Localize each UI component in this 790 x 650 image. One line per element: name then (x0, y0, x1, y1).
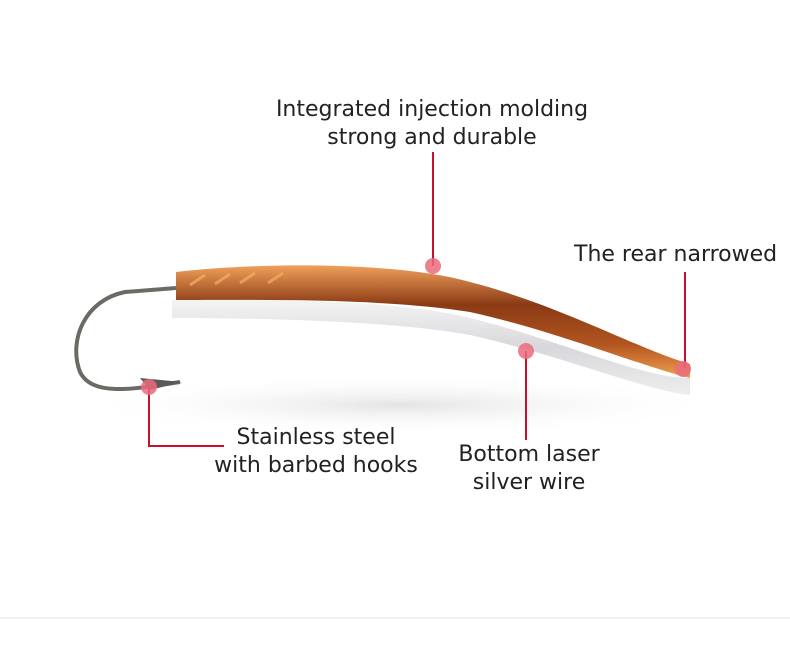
callout-bottom-line2: silver wire (472, 470, 586, 495)
callout-hook-line1: Stainless steel (236, 425, 396, 450)
callout-rear-text: The rear narrowed (574, 242, 778, 267)
callout-lines (148, 152, 686, 447)
callout-dots (141, 258, 691, 395)
callout-top-line2: strong and durable (327, 125, 537, 150)
body-scale-pattern (189, 271, 284, 287)
lure-body (176, 265, 690, 378)
shadow (70, 375, 730, 435)
callout-top-line1: Integrated injection molding (275, 97, 589, 122)
callout-hook-line2: with barbed hooks (214, 453, 418, 478)
silver-strip (172, 300, 690, 395)
callout-bottom-text: Bottom laser silver wire (458, 441, 599, 497)
callout-top-text: Integrated injection molding strong and … (276, 96, 588, 152)
hook (74, 286, 181, 392)
callout-bottom-line1: Bottom laser (458, 442, 600, 467)
callout-hook-text: Stainless steel with barbed hooks (214, 424, 418, 480)
